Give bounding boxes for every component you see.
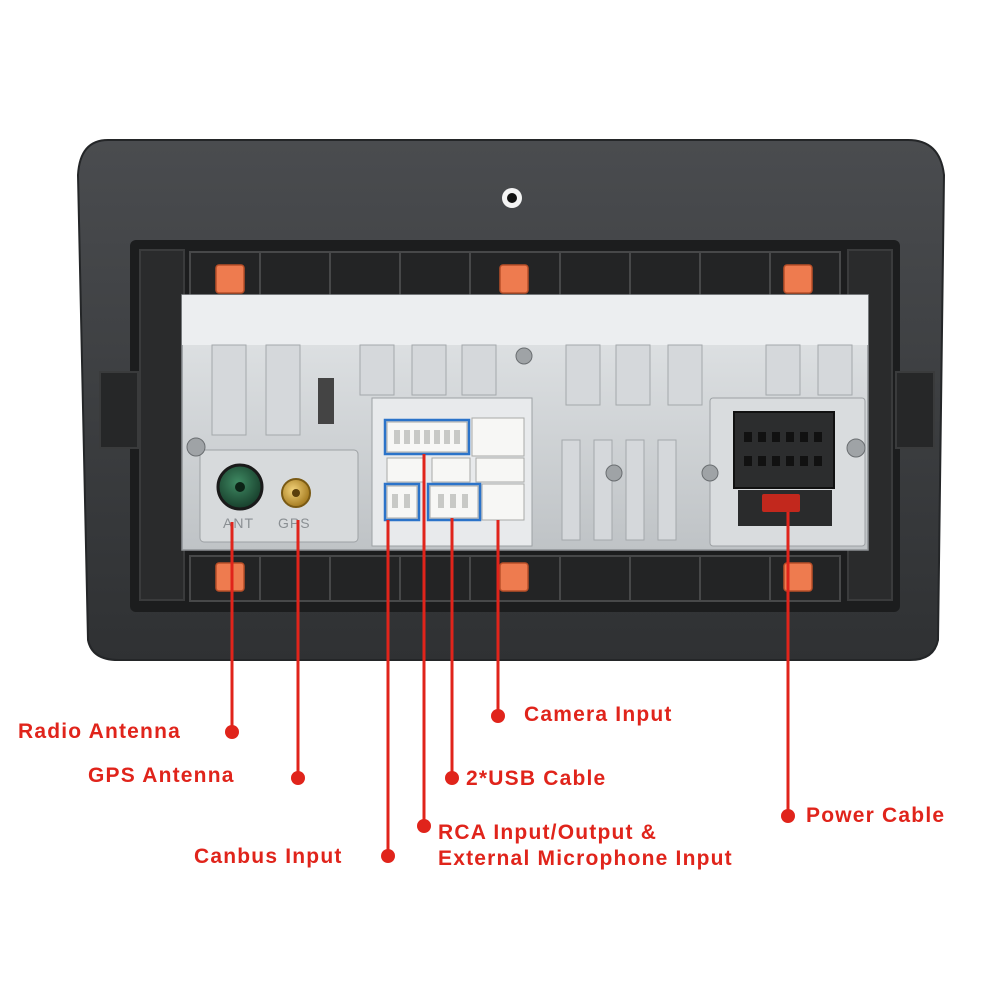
gps-label: GPS bbox=[278, 515, 311, 531]
mounting-rails bbox=[99, 249, 935, 601]
orange-clips bbox=[215, 264, 813, 592]
label-canbus-input: Canbus Input bbox=[194, 845, 343, 868]
label-usb-cable: 2*USB Cable bbox=[466, 767, 607, 790]
power-connector bbox=[733, 411, 835, 526]
ant-label: ANT bbox=[223, 515, 254, 531]
canbus-highlight bbox=[383, 482, 421, 522]
label-rca-line-1: RCA Input/Output & bbox=[438, 821, 658, 844]
label-power-cable: Power Cable bbox=[806, 804, 946, 827]
label-gps-antenna: GPS Antenna bbox=[88, 764, 235, 787]
usb-highlight bbox=[426, 482, 482, 522]
highlight-boxes bbox=[383, 418, 482, 522]
label-rca-input-output: RCA Input/Output & External Microphone I… bbox=[438, 820, 733, 873]
gps-antenna-socket bbox=[281, 478, 311, 508]
rca-highlight bbox=[383, 418, 471, 456]
label-radio-antenna: Radio Antenna bbox=[18, 720, 181, 743]
connector-pins bbox=[392, 430, 468, 508]
label-camera-input: Camera Input bbox=[524, 703, 673, 726]
leader-lines bbox=[225, 454, 795, 863]
radio-antenna-socket bbox=[216, 463, 264, 511]
label-rca-line-2: External Microphone Input bbox=[438, 847, 733, 871]
